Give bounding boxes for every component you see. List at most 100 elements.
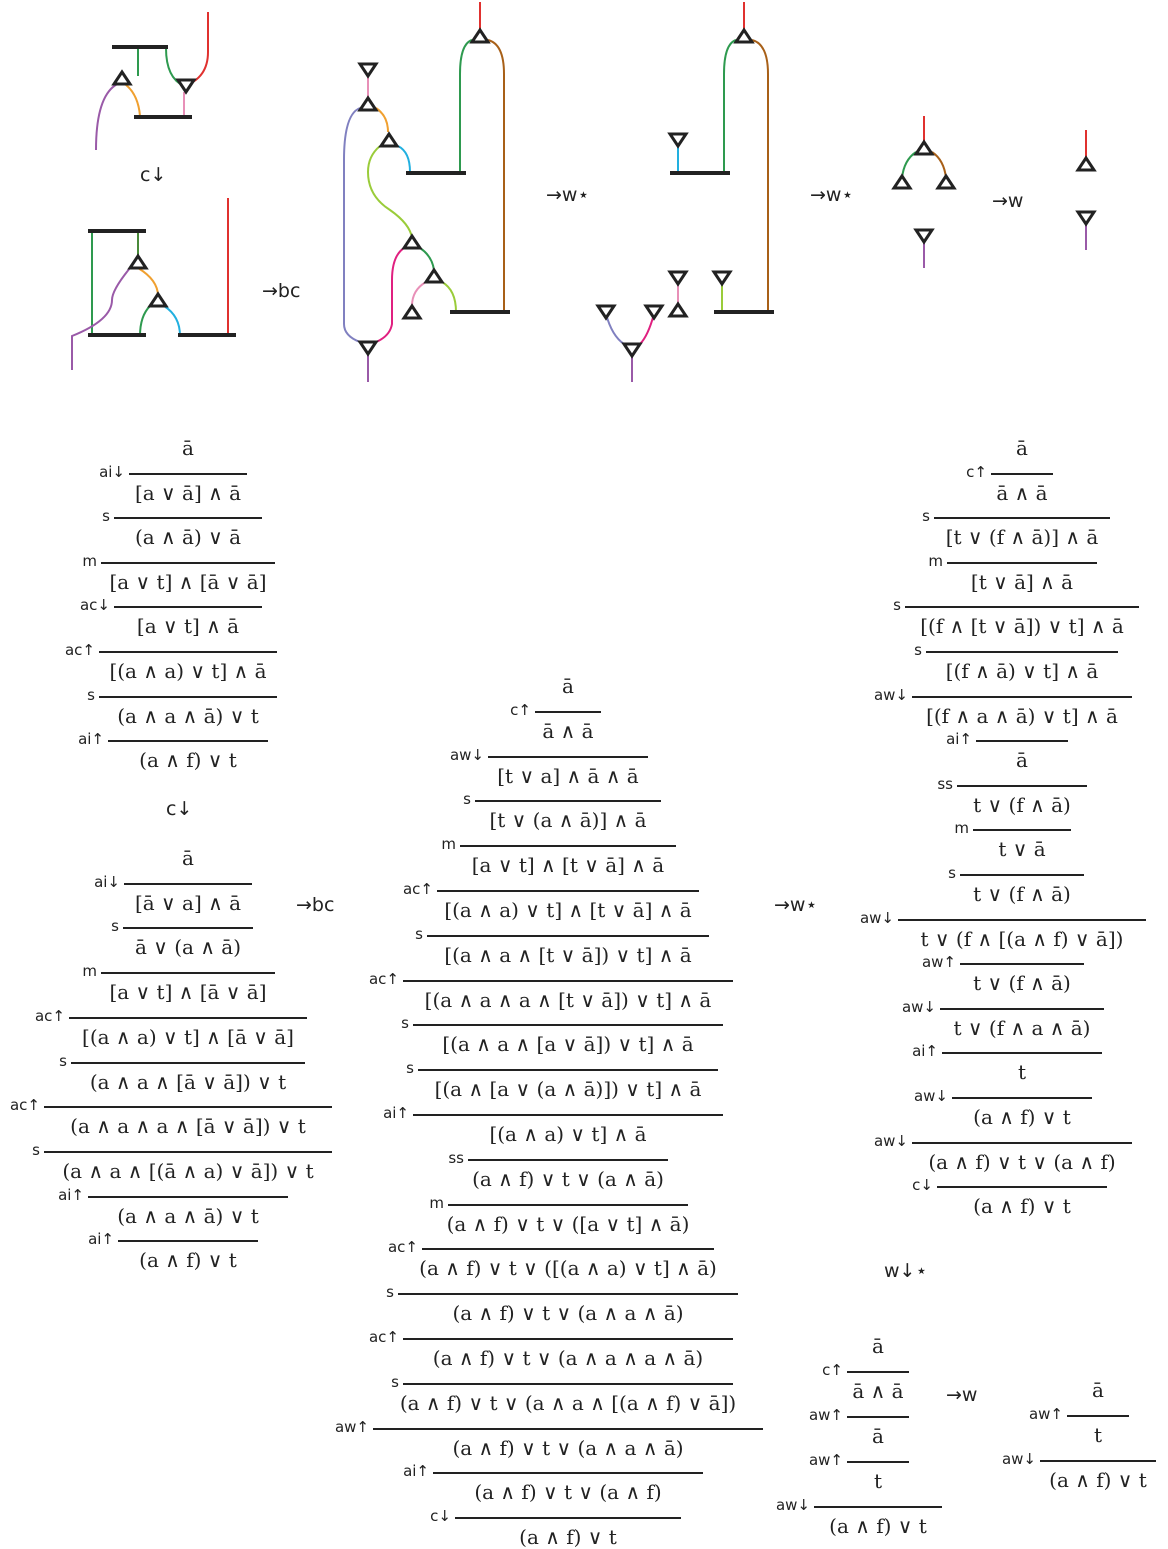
formula: t	[1094, 1423, 1102, 1447]
wire-green	[724, 40, 736, 172]
triangle-up-icon	[736, 30, 752, 42]
inference-rule-line	[124, 883, 252, 885]
inference-rule-label: s	[463, 790, 471, 808]
inference-rule-label: ai↓	[99, 463, 125, 481]
inference-rule-label: ac↓	[80, 596, 110, 614]
inference-rule-line	[398, 1293, 738, 1295]
wire-pink	[412, 282, 426, 306]
formula: [t ∨ a] ∧ ā ∧ ā	[497, 764, 638, 788]
wire-blue	[398, 146, 410, 172]
inference-rule-line	[71, 1062, 305, 1064]
formula: [t ∨ (f ∧ ā)] ∧ ā	[946, 525, 1099, 549]
string-diagram-4	[598, 2, 774, 382]
inference-rule-line	[427, 935, 709, 937]
inference-rule-line	[937, 1186, 1107, 1188]
wire-orange	[138, 268, 158, 296]
inference-rule-label: aw↓	[860, 909, 894, 927]
inference-rule-label: s	[87, 686, 95, 704]
inference-rule-line	[847, 1416, 909, 1418]
inference-rule-line	[905, 606, 1139, 608]
formula: [(f ∧ [t ∨ ā]) ∨ t] ∧ ā	[920, 614, 1124, 638]
formula: ā	[562, 674, 574, 698]
wire-orange	[376, 108, 388, 132]
inference-rule-label: m	[928, 552, 943, 570]
formula: [(a ∧ a ∧ [a ∨ ā]) ∨ t] ∧ ā	[442, 1032, 693, 1056]
formula: t	[1018, 1060, 1026, 1084]
triangle-up-icon	[916, 142, 932, 154]
inference-rule-label: s	[111, 917, 119, 935]
inference-rule-line	[912, 696, 1132, 698]
inference-rule-line	[99, 651, 277, 653]
wire-blue	[164, 306, 180, 336]
inference-rule-line	[44, 1151, 332, 1153]
formula: t ∨ (f ∧ ā)	[973, 882, 1071, 906]
formula: (a ∧ f) ∨ t ∨ (a ∧ a ∧ [(a ∧ f) ∨ ā])	[400, 1391, 736, 1415]
wire-lime	[442, 282, 456, 312]
inference-rule-line	[1067, 1415, 1129, 1417]
arrow-w-star-bottom: →w⋆	[774, 894, 817, 916]
inference-rule-label: ai↑	[946, 730, 972, 748]
formula: [(f ∧ ā) ∨ t] ∧ ā	[946, 659, 1099, 683]
formula: (a ∧ f) ∨ t	[139, 1248, 237, 1272]
formula: [(a ∧ a) ∨ t] ∧ [t ∨ ā] ∧ ā	[444, 898, 691, 922]
formula: [ā ∨ a] ∧ ā	[135, 891, 241, 915]
string-diagram-6	[1078, 130, 1094, 250]
inference-rule-line	[960, 963, 1084, 965]
inference-rule-label: aw↓	[874, 686, 908, 704]
inference-rule-label: ac↑	[65, 641, 95, 659]
triangle-up-icon	[114, 72, 130, 84]
triangle-up-icon	[938, 176, 954, 188]
formula: ā	[182, 846, 194, 870]
triangle-up-icon	[670, 304, 686, 316]
arrow-w-down-star: w↓⋆	[884, 1260, 927, 1282]
inference-rule-line	[934, 517, 1110, 519]
inference-rule-label: s	[391, 1373, 399, 1391]
formula: (a ∧ f) ∨ t	[519, 1525, 617, 1549]
formula: ā	[1016, 436, 1028, 460]
inference-rule-line	[991, 473, 1053, 475]
triangle-down-icon	[360, 64, 376, 76]
inference-rule-label: ac↑	[369, 1328, 399, 1346]
triangle-down-icon	[916, 230, 932, 242]
inference-rule-label: ss	[937, 775, 953, 793]
formula: (a ∧ f) ∨ t ∨ (a ∧ a ∧ ā)	[452, 1301, 683, 1325]
inference-rule-label: m	[954, 819, 969, 837]
inference-rule-line	[422, 1248, 714, 1250]
formula: [a ∨ t] ∧ [ā ∨ ā]	[109, 570, 266, 594]
triangle-up-icon	[404, 236, 420, 248]
inference-rule-line	[940, 1008, 1104, 1010]
inference-rule-label: c↓	[912, 1176, 933, 1194]
inference-rule-label: aw↓	[914, 1087, 948, 1105]
inference-rule-line	[69, 1017, 307, 1019]
inference-rule-label: ac↑	[388, 1238, 418, 1256]
formula: [a ∨ t] ∧ [t ∨ ā] ∧ ā	[472, 853, 664, 877]
inference-rule-line	[123, 927, 253, 929]
formula: [(a ∧ a) ∨ t] ∧ ā	[489, 1122, 646, 1146]
formula: ā	[872, 1334, 884, 1358]
triangle-up-icon	[404, 306, 420, 318]
inference-rule-label: c↑	[510, 701, 531, 719]
inference-rule-line	[118, 1240, 258, 1242]
inference-rule-line	[926, 651, 1118, 653]
formula: (a ∧ f) ∨ t	[1049, 1468, 1147, 1492]
inference-rule-line	[433, 1472, 703, 1474]
inference-rule-label: m	[82, 962, 97, 980]
inference-rule-line	[976, 740, 1068, 742]
formula: [(a ∧ a) ∨ t] ∧ ā	[109, 659, 266, 683]
formula: ā ∧ ā	[996, 481, 1047, 505]
formula: [t ∨ ā] ∧ ā	[971, 570, 1073, 594]
inference-rule-label: ai↑	[88, 1230, 114, 1248]
triangle-down-icon	[670, 272, 686, 284]
formula: (a ∧ f) ∨ t	[973, 1105, 1071, 1129]
inference-rule-label: ai↑	[403, 1462, 429, 1480]
formula: ā ∨ (a ∧ ā)	[135, 935, 241, 959]
formula: (a ∧ f) ∨ t ∨ (a ∧ a ∧ a ∧ ā)	[433, 1346, 703, 1370]
inference-rule-label: s	[922, 507, 930, 525]
wire-lime	[368, 146, 412, 238]
triangle-up-icon	[472, 30, 488, 42]
inference-rule-label: aw↓	[902, 998, 936, 1016]
formula: ā ∧ ā	[852, 1379, 903, 1403]
inference-rule-label: aw↓	[874, 1132, 908, 1150]
formula: ā	[872, 1424, 884, 1448]
inference-rule-label: s	[893, 596, 901, 614]
